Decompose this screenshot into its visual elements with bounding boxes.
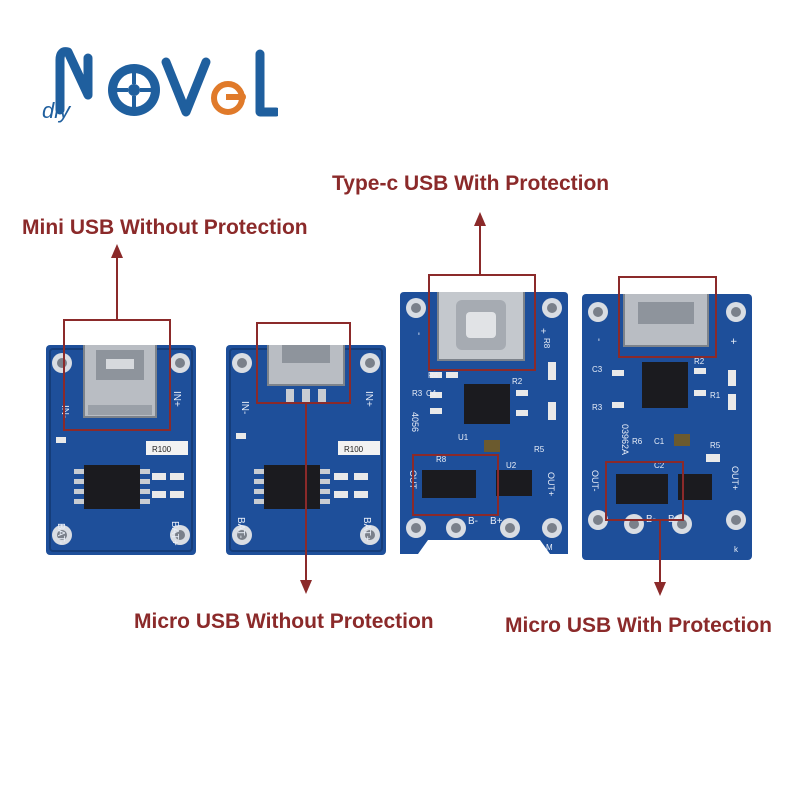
logo-letter-v — [161, 57, 211, 117]
silk-c2: C2 — [654, 461, 665, 470]
silk-minus-2: - — [593, 338, 604, 341]
silk-u2: U2 — [506, 461, 517, 470]
silk-r2: R2 — [512, 377, 523, 386]
silk-bat-minus-2: BAT- — [235, 517, 246, 538]
silk-m: M — [546, 543, 553, 552]
protection-ic-2 — [616, 474, 668, 504]
silk-r2-2: R2 — [694, 357, 705, 366]
silk-c3: C3 — [592, 365, 603, 374]
silk-r3-2: R3 — [592, 403, 603, 412]
silk-in-minus-2: IN- — [239, 401, 250, 414]
logo-letter-l — [255, 49, 278, 117]
charger-ic — [84, 465, 140, 509]
wheel-icon — [108, 64, 160, 116]
silk-r5: R5 — [534, 445, 545, 454]
board-type-c-protection: - + R8 R4 R2 R3 C4 4056 U1 R8 U2 R5 OUT-… — [400, 292, 568, 554]
silk-b-minus: B- — [468, 516, 478, 527]
charger-ic-4 — [642, 362, 688, 408]
charger-ic-3 — [464, 384, 510, 424]
silk-in-plus-2: IN+ — [363, 391, 374, 407]
logo-letter-n — [55, 47, 93, 115]
silk-r8: R8 — [542, 338, 551, 349]
silk-bat-minus: BAT- — [55, 523, 66, 544]
highlight-micro-usb-protected — [618, 276, 717, 358]
highlight-protection-ic-micro — [605, 461, 684, 521]
logo-letter-e — [211, 81, 246, 115]
caption-type-c: Type-c USB With Protection — [332, 172, 610, 195]
caption-mini-usb: Mini USB Without Protection — [22, 216, 308, 239]
silk-minus: - — [413, 332, 424, 335]
silk-b-plus: B+ — [490, 516, 503, 527]
resistor-r100 — [146, 441, 188, 455]
silk-in-plus: IN+ — [171, 391, 182, 407]
silk-code-4056: 4056 — [410, 412, 420, 432]
silk-r4: R4 — [428, 371, 439, 380]
silk-code-03962a: 03962A — [620, 424, 630, 455]
highlight-micro-usb — [256, 322, 351, 404]
caption-micro-usb: Micro USB Without Protection — [134, 610, 434, 633]
highlight-type-c — [428, 274, 536, 371]
highlight-mini-usb — [63, 319, 171, 431]
board-mini-usb: IN- IN+ R100 BAT- BAT+ — [46, 345, 196, 555]
silk-r8-2: R8 — [436, 455, 447, 464]
silk-out-minus-2: OUT- — [590, 470, 600, 492]
silk-plus-2: + — [727, 338, 739, 344]
silk-out-plus: OUT+ — [546, 472, 556, 496]
silk-bat-plus-2: BAT+ — [361, 517, 372, 542]
silk-r100-2: R100 — [344, 445, 364, 454]
silk-out-plus-2: OUT+ — [730, 466, 740, 490]
silk-r6: R6 — [632, 437, 643, 446]
brand-logo: diy — [42, 47, 278, 123]
silk-k: k — [734, 545, 739, 554]
silk-r3: R3 — [412, 389, 423, 398]
charger-ic-2 — [264, 465, 320, 509]
caption-micro-usb-protected: Micro USB With Protection — [505, 614, 772, 637]
silk-u1: U1 — [458, 433, 469, 442]
board-micro-usb-protection: - + C3 R2 R1 R3 03962A R6 C1 C2 R5 OUT- … — [582, 294, 752, 560]
highlight-protection-ic-typec — [412, 454, 499, 516]
protection-ic — [422, 470, 476, 498]
silk-plus: + — [537, 328, 548, 334]
silk-r5-2: R5 — [710, 441, 721, 450]
silk-c1: C1 — [654, 437, 665, 446]
resistor-r100-2 — [338, 441, 380, 455]
mosfet-ic — [496, 470, 532, 496]
silk-r1: R1 — [710, 391, 721, 400]
silk-r100: R100 — [152, 445, 172, 454]
silk-c4: C4 — [426, 389, 437, 398]
silk-bat-plus: BAT+ — [169, 521, 180, 546]
